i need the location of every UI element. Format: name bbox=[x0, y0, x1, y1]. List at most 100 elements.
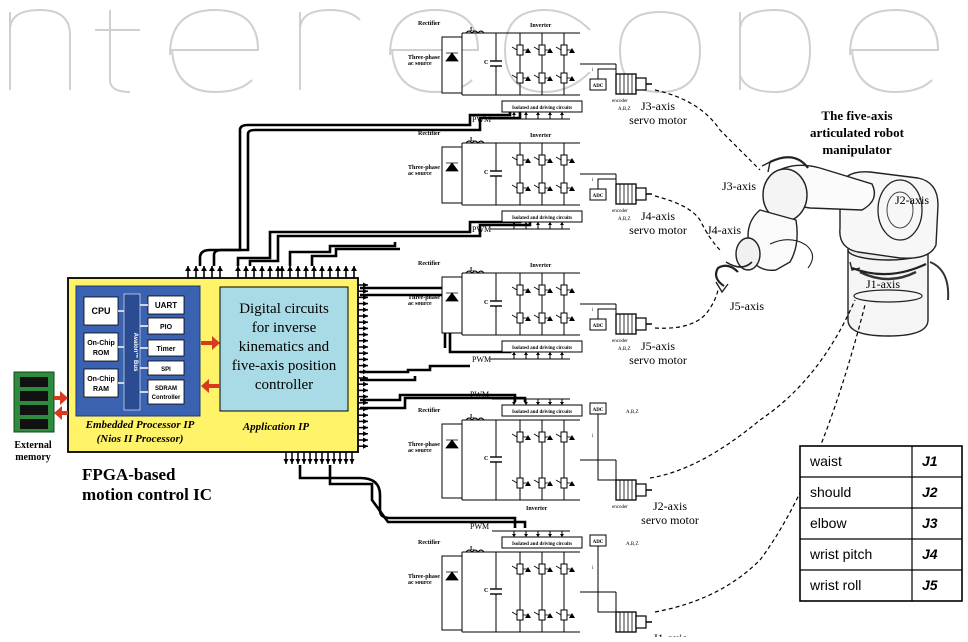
memory-arrow-out bbox=[54, 406, 68, 420]
inductor-label: L bbox=[470, 546, 474, 552]
arrow-to-app bbox=[201, 336, 220, 350]
abz-label: A,B,Z bbox=[626, 542, 639, 547]
arrow-to-processor bbox=[201, 379, 220, 393]
current-label: i bbox=[592, 68, 594, 73]
joint-axis-cell: J4 bbox=[922, 546, 938, 562]
wrist-roll-arrow bbox=[714, 264, 739, 287]
inverter-label: Inverter bbox=[526, 506, 548, 512]
fpga-chip: CPU On-Chip ROM On-Chip RAM Avalon™ Bus … bbox=[67, 266, 368, 464]
joint-axis-cell: J3 bbox=[922, 515, 938, 531]
motor-axis-label-4: J2-axis bbox=[653, 499, 687, 513]
inductor-label: L bbox=[470, 414, 474, 420]
capacitor-label: C bbox=[484, 588, 488, 594]
servo-motor-body bbox=[615, 73, 637, 95]
capacitor-label: C bbox=[484, 456, 488, 462]
inverter-label: Inverter bbox=[530, 133, 552, 139]
abz-label: A,B,Z bbox=[626, 410, 639, 415]
application-ip-label: Application IP bbox=[242, 421, 310, 433]
abz-label: A,B,Z bbox=[618, 347, 631, 352]
encoder-label: encoder bbox=[612, 99, 628, 104]
adc-label: ADC bbox=[593, 84, 604, 89]
rom-label-2: ROM bbox=[93, 350, 110, 357]
abz-label: A,B,Z bbox=[618, 107, 631, 112]
adc-label: ADC bbox=[593, 324, 604, 329]
sdram-label-2: Controller bbox=[152, 395, 181, 401]
isolated-driving-label: Isolated and driving circuits bbox=[512, 106, 572, 111]
digital-circuit-line-4: five-axis position bbox=[232, 358, 337, 374]
source-label-1: Three-phase bbox=[408, 165, 440, 171]
digital-circuit-line-3: kinematics and bbox=[239, 339, 330, 355]
encoder-label: encoder bbox=[612, 339, 628, 344]
rectifier-label: Rectifier bbox=[418, 131, 441, 137]
external-memory: External memory bbox=[13, 371, 68, 463]
digital-circuit-line-5: controller bbox=[255, 377, 313, 393]
rom-label-1: On-Chip bbox=[87, 340, 115, 347]
capacitor-label: C bbox=[484, 170, 488, 176]
watermark-decoration bbox=[9, 8, 940, 94]
nios-label: (Nios II Processor) bbox=[97, 433, 184, 445]
motor-type-label-1: servo motor bbox=[629, 113, 687, 127]
current-label: i bbox=[592, 178, 594, 183]
rectifier-label: Rectifier bbox=[418, 540, 441, 546]
source-label-1: Three-phase bbox=[408, 55, 440, 61]
isolated-driving-label: Isolated and driving circuits bbox=[512, 216, 572, 221]
inverter-label: Inverter bbox=[530, 23, 552, 29]
pio-label: PIO bbox=[160, 324, 173, 331]
robot-title-line-2: articulated robot bbox=[810, 125, 905, 140]
source-label-2: ac source bbox=[408, 580, 432, 586]
joint-name-cell: wrist roll bbox=[809, 577, 861, 593]
motor-type-label-4: servo motor bbox=[641, 513, 699, 527]
source-label-1: Three-phase bbox=[408, 442, 440, 448]
pwm-label: PWM bbox=[470, 522, 489, 531]
joint-name-cell: wrist pitch bbox=[809, 546, 872, 562]
encoder-label: encoder bbox=[612, 209, 628, 214]
pwm-label: PWM bbox=[472, 115, 491, 124]
ram-label-1: On-Chip bbox=[87, 376, 115, 383]
ram-block bbox=[83, 368, 119, 398]
inductor-label: L bbox=[470, 27, 474, 33]
motor-axis-label-1: J3-axis bbox=[641, 99, 675, 113]
digital-circuit-line-2: for inverse bbox=[252, 320, 317, 336]
uart-label: UART bbox=[155, 301, 177, 310]
joint-axis-cell: J1 bbox=[922, 453, 938, 469]
rectifier-label: Rectifier bbox=[418, 261, 441, 267]
robot-axis-j5: J5-axis bbox=[730, 299, 764, 313]
avalon-bus bbox=[123, 293, 141, 411]
pwm-label: PWM bbox=[472, 355, 491, 364]
joint-name-cell: waist bbox=[809, 453, 842, 469]
robot-axis-j1: J1-axis bbox=[866, 277, 900, 291]
isolated-driving-label: Isolated and driving circuits bbox=[512, 410, 572, 415]
inductor-label: L bbox=[470, 137, 474, 143]
isolated-driving-label: Isolated and driving circuits bbox=[512, 346, 572, 351]
robot-axis-j2: J2-axis bbox=[895, 193, 929, 207]
inverter-label: Inverter bbox=[530, 263, 552, 269]
cpu-block bbox=[83, 296, 119, 326]
cpu-label: CPU bbox=[91, 306, 110, 316]
rectifier-label: Rectifier bbox=[418, 21, 441, 27]
inductor-label: L bbox=[470, 267, 474, 273]
servo-motor-body bbox=[615, 313, 637, 335]
pwm-label: PWM bbox=[470, 390, 489, 399]
motor-axis-label-5: J1-axis bbox=[653, 631, 687, 637]
source-label-2: ac source bbox=[408, 301, 432, 307]
servo-motor-body bbox=[615, 611, 637, 633]
digital-circuit-line-1: Digital circuits bbox=[239, 301, 329, 317]
isolated-driving-label: Isolated and driving circuits bbox=[512, 542, 572, 547]
application-block bbox=[219, 286, 349, 412]
robot-axis-j4: J4-axis bbox=[707, 223, 741, 237]
fpga-caption-line-1: FPGA-based bbox=[82, 465, 176, 484]
motion-links bbox=[649, 89, 866, 613]
memory-arrow-in bbox=[54, 391, 68, 405]
source-label-1: Three-phase bbox=[408, 295, 440, 301]
joint-axis-cell: J5 bbox=[922, 577, 938, 593]
servo-motor-body bbox=[615, 479, 637, 501]
spi-label: SPI bbox=[161, 367, 171, 373]
robot-axis-j3: J3-axis bbox=[722, 179, 756, 193]
rectifier-label: Rectifier bbox=[418, 408, 441, 414]
external-memory-label-1: External bbox=[14, 440, 51, 451]
external-memory-label-2: memory bbox=[15, 452, 51, 463]
motor-axis-label-3: J5-axis bbox=[641, 339, 675, 353]
